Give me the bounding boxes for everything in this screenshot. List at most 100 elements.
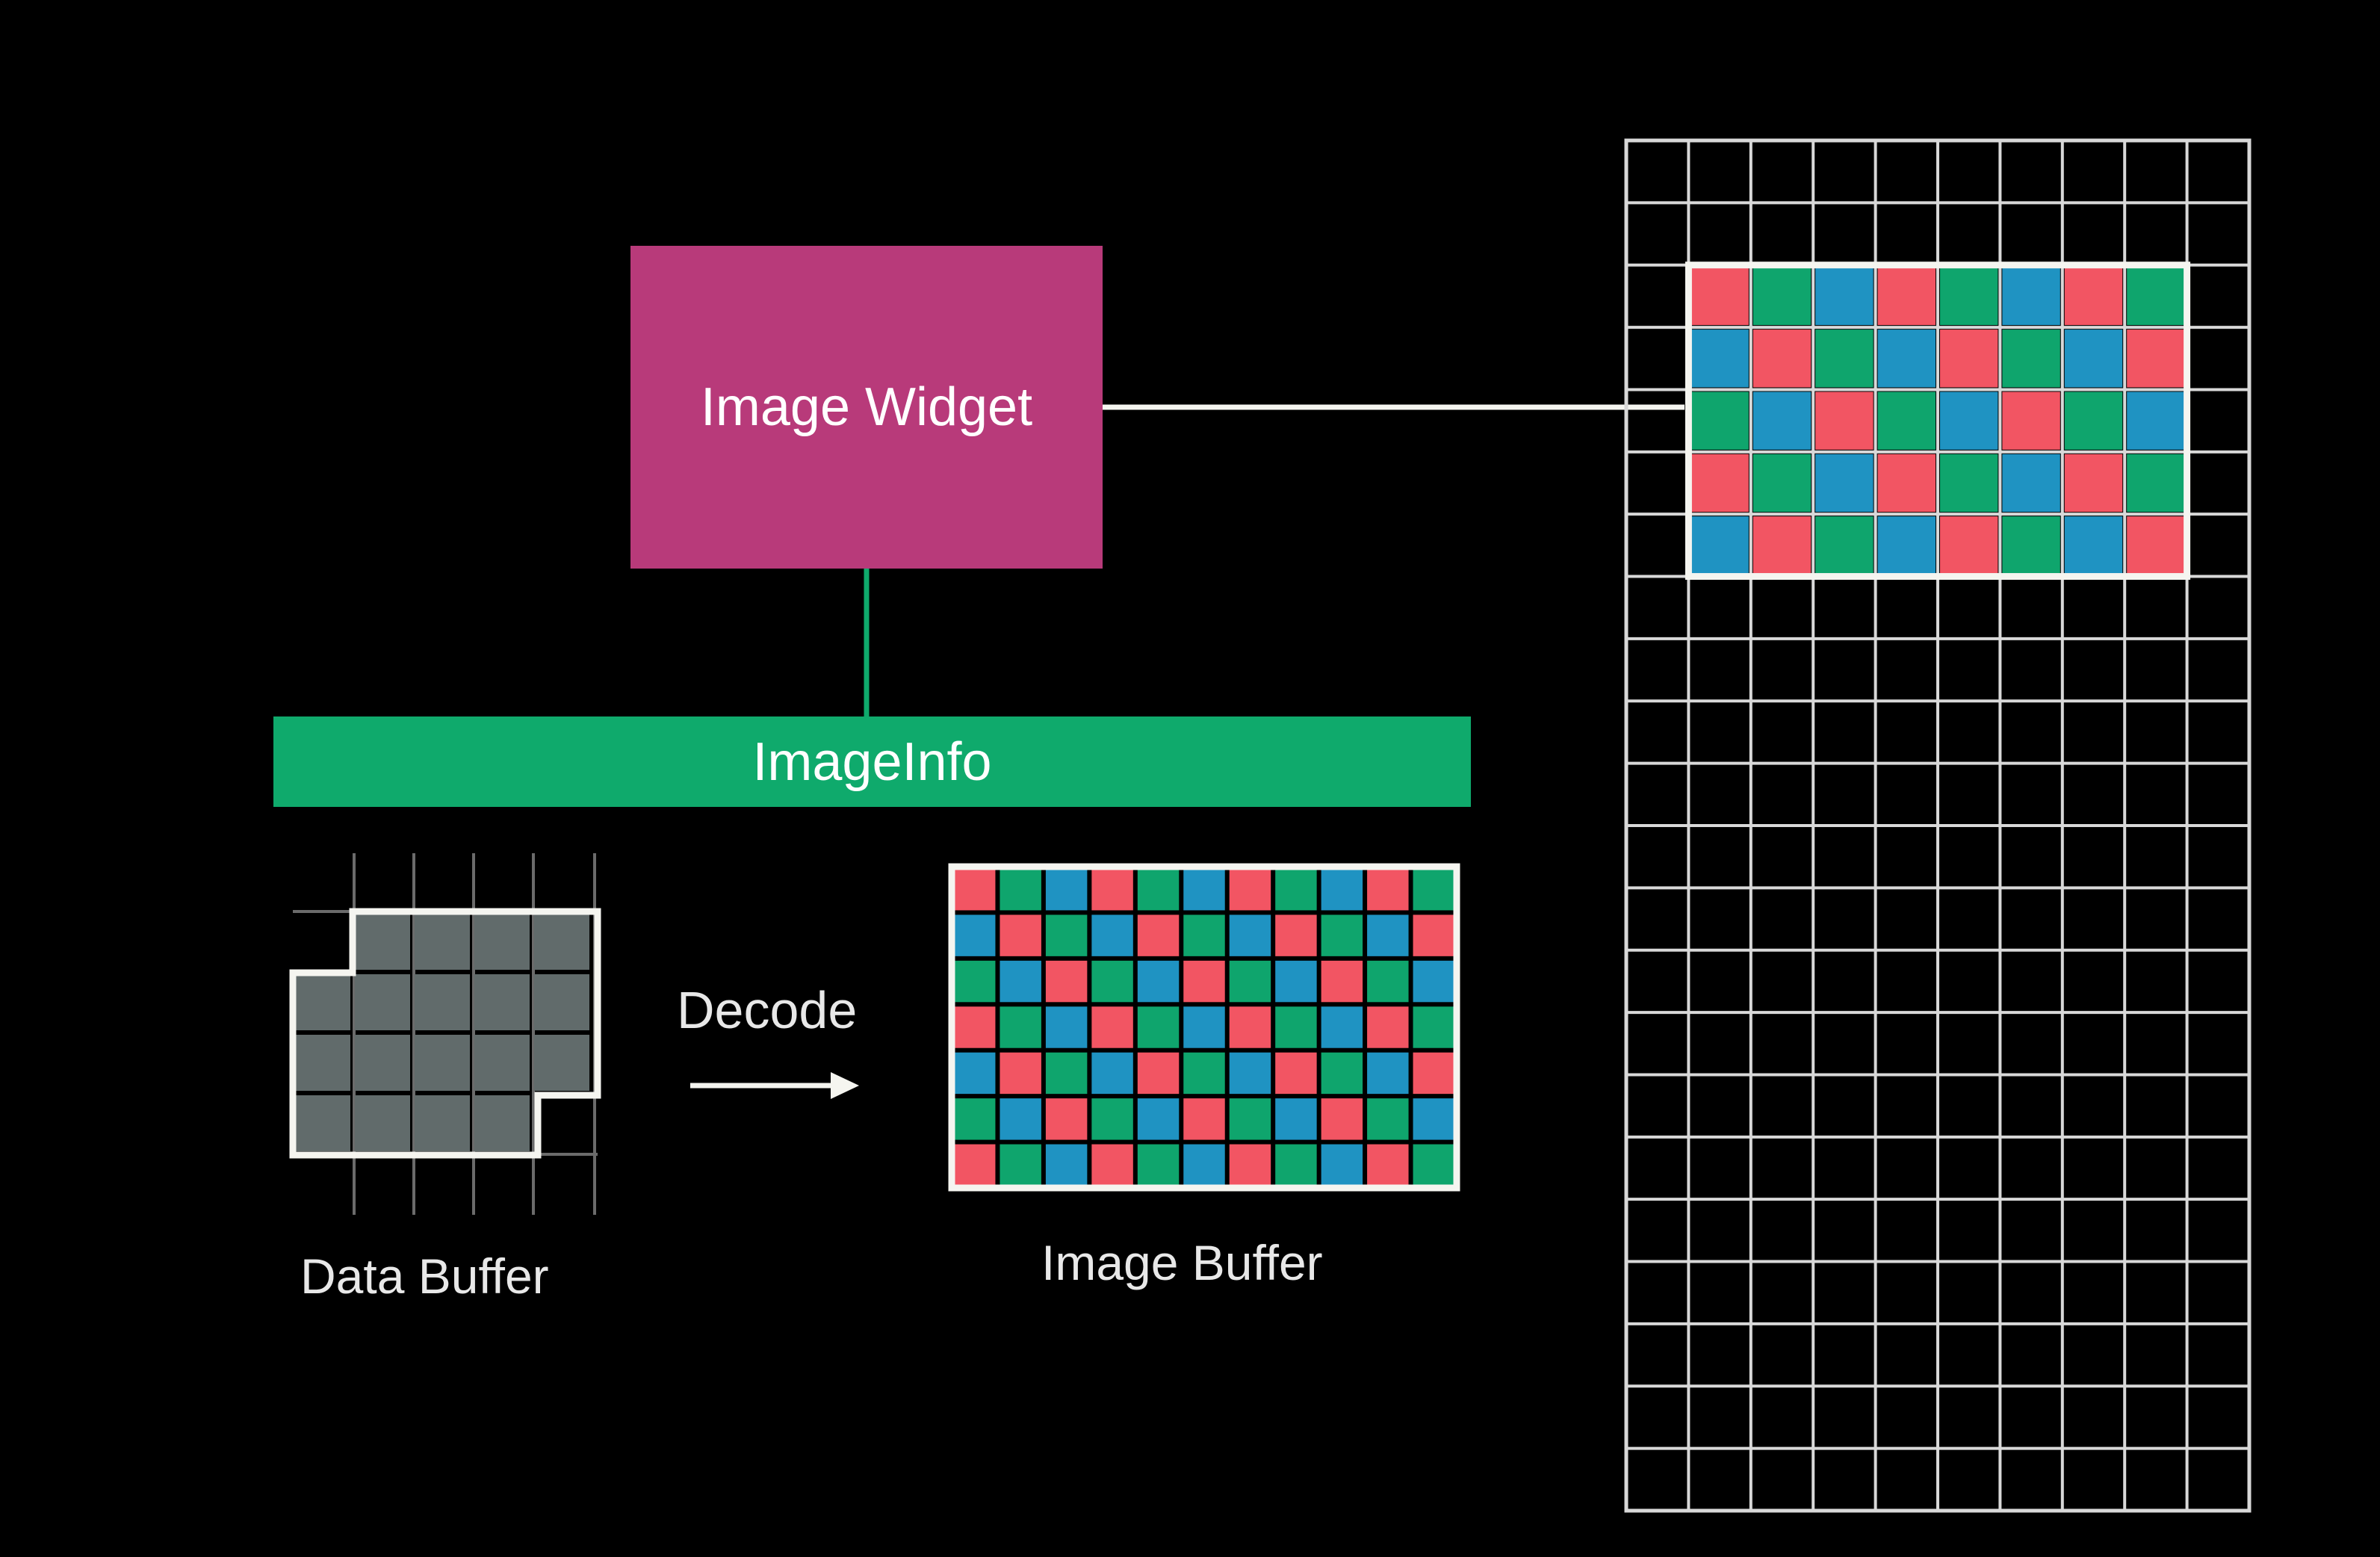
image-buffer-pixel <box>1183 914 1225 956</box>
screen-pixel <box>1940 329 1998 388</box>
screen-pixel <box>1691 329 1749 388</box>
screen-pixel <box>1940 267 1998 326</box>
image-buffer-pixel <box>1045 960 1088 1003</box>
image-buffer-pixel <box>1137 1006 1180 1048</box>
screen-pixel <box>1940 516 1998 575</box>
image-buffer-pixel <box>1091 1052 1133 1095</box>
screen-pixel <box>1940 454 1998 513</box>
imageinfo-bar: ImageInfo <box>273 716 1471 807</box>
data-buffer-cell <box>295 974 350 1030</box>
image-buffer-pixel <box>1183 1006 1225 1048</box>
image-buffer-pixel <box>1413 1098 1454 1140</box>
image-buffer-pixel <box>1183 869 1225 911</box>
image-buffer-pixel <box>1045 914 1088 956</box>
image-buffer-pixel <box>1091 1144 1133 1186</box>
image-buffer-pixel <box>1413 869 1454 911</box>
screen-pixel <box>2064 454 2123 513</box>
image-buffer-pixel <box>1275 960 1317 1003</box>
data-buffer-outline <box>289 908 601 1159</box>
screen-pixel <box>1815 329 1874 388</box>
decode-arrow <box>690 1072 859 1099</box>
image-buffer-pixel <box>1275 1052 1317 1095</box>
screen-pixel <box>1753 329 1812 388</box>
screen-pixel <box>2064 516 2123 575</box>
data-buffer-cell <box>534 1035 589 1091</box>
image-buffer-pixel <box>954 869 996 911</box>
image-buffer-pixel <box>954 960 996 1003</box>
image-buffer-pixel <box>1137 1144 1180 1186</box>
screen-pixel <box>1877 391 1936 450</box>
screen-pixel <box>1753 391 1812 450</box>
image-buffer-pixel <box>1045 1006 1088 1048</box>
screen-pixel <box>1691 454 1749 513</box>
image-buffer-pixel <box>1367 1098 1409 1140</box>
image-buffer-pixel <box>1137 869 1180 911</box>
image-buffer-pixel <box>1275 1006 1317 1048</box>
image-buffer-pixel <box>1091 960 1133 1003</box>
screen-pixel <box>1691 516 1749 575</box>
image-buffer-pixel <box>1183 1144 1225 1186</box>
image-buffer-pixel <box>1275 914 1317 956</box>
image-buffer-pixel <box>1321 1098 1363 1140</box>
screen-pixel <box>2127 391 2185 450</box>
image-buffer-pixel <box>1229 1144 1271 1186</box>
image-buffer-pixel <box>954 1006 996 1048</box>
image-buffer-pixel <box>1045 869 1088 911</box>
image-buffer-pixel <box>1413 1052 1454 1095</box>
displayed-image-frame <box>1685 261 2191 581</box>
image-buffer-pixel <box>1229 914 1271 956</box>
screen-pixel <box>2064 391 2123 450</box>
image-buffer-pixel <box>1229 1006 1271 1048</box>
image-buffer-pixel <box>1367 869 1409 911</box>
image-buffer-pixel <box>1275 1098 1317 1140</box>
image-buffer-pixel <box>1367 914 1409 956</box>
data-buffer-cell <box>415 1035 470 1091</box>
data-buffer-cell <box>534 914 589 970</box>
screen-pixel <box>2002 267 2060 326</box>
data-buffer-cell <box>415 1095 470 1151</box>
data-buffer-cell <box>355 914 410 970</box>
screen-pixel <box>1691 267 1749 326</box>
image-buffer-pixel <box>954 1098 996 1140</box>
image-buffer-pixel <box>1000 960 1041 1003</box>
image-buffer-pixel <box>1275 869 1317 911</box>
image-buffer-pixel <box>1321 869 1363 911</box>
data-buffer-cell <box>355 974 410 1030</box>
image-buffer-pixel <box>954 1052 996 1095</box>
decode-label: Decode <box>677 981 858 1039</box>
image-buffer-pixel <box>1321 960 1363 1003</box>
screen-pixel <box>1815 454 1874 513</box>
data-buffer-cell <box>474 974 530 1030</box>
screen-pixel <box>2127 267 2185 326</box>
image-buffer-pixel <box>1229 1098 1271 1140</box>
imageinfo-label: ImageInfo <box>752 731 992 792</box>
screen-pixel <box>1753 267 1812 326</box>
screen-pixel <box>2064 267 2123 326</box>
image-buffer-pixel <box>1321 1052 1363 1095</box>
data-buffer-label: Data Buffer <box>300 1248 549 1304</box>
data-buffer-cell <box>415 974 470 1030</box>
image-buffer-pixel <box>1000 914 1041 956</box>
image-buffer-pixel <box>1367 1006 1409 1048</box>
data-buffer-cell <box>295 1095 350 1151</box>
screen-pixel <box>1815 391 1874 450</box>
image-buffer-pixel <box>1137 1052 1180 1095</box>
image-buffer-pixel <box>1367 1144 1409 1186</box>
image-buffer-pixel <box>1413 1144 1454 1186</box>
image-buffer-pixel <box>1183 960 1225 1003</box>
data-buffer-cell <box>474 1095 530 1151</box>
image-buffer-pixel <box>1321 1006 1363 1048</box>
image-buffer-pixel <box>1413 1006 1454 1048</box>
image-buffer-pixel <box>1229 1052 1271 1095</box>
screen-pixel <box>1753 454 1812 513</box>
image-buffer-pixel <box>1321 914 1363 956</box>
image-widget-label: Image Widget <box>700 377 1033 437</box>
screen-pixel <box>2002 391 2060 450</box>
screen-pixel <box>1877 454 1936 513</box>
image-buffer-pixel <box>1229 869 1271 911</box>
